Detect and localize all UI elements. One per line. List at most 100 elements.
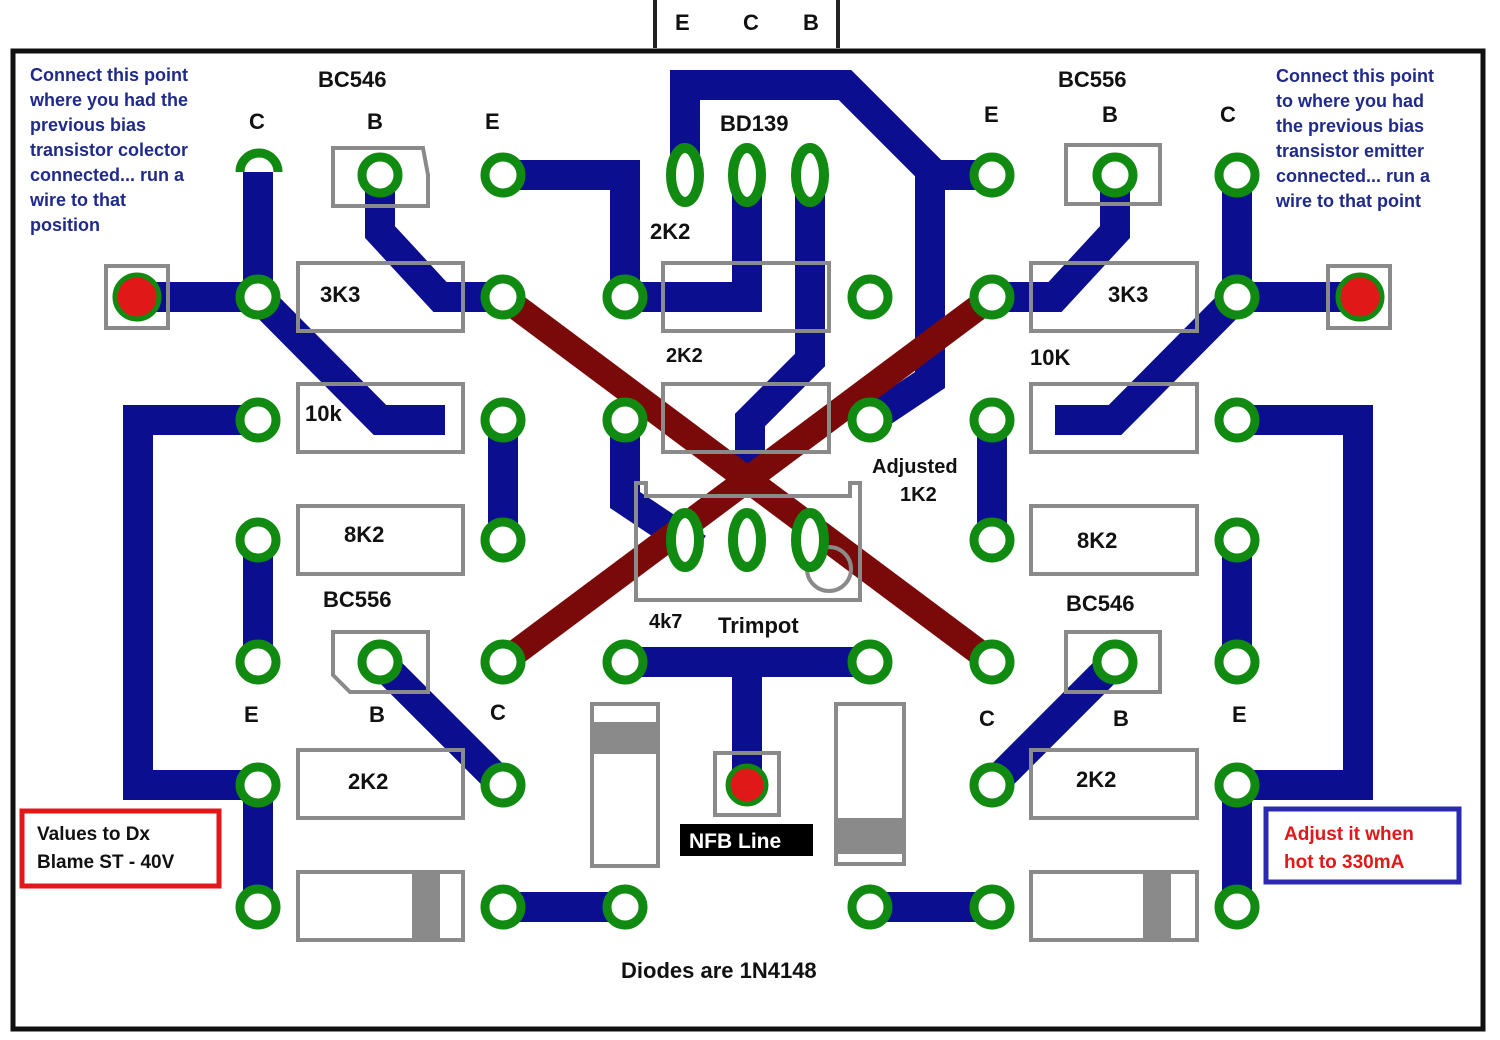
pin-label: C: [490, 700, 506, 725]
note-right: Connect this point to where you had the …: [1275, 66, 1434, 211]
pin-label: E: [244, 702, 259, 727]
resistor-label: 3K3: [320, 282, 360, 307]
pad: [480, 517, 526, 563]
oval-pad: [666, 143, 704, 207]
pad: [235, 397, 281, 443]
adjust-box-line: Adjust it when: [1284, 824, 1414, 845]
note-right-line: the previous bias: [1276, 116, 1424, 136]
resistor-label: 3K3: [1108, 282, 1148, 307]
pads-group: [235, 143, 1260, 930]
half-pad-collector: [235, 148, 283, 173]
pad: [480, 274, 526, 320]
pin-label: B: [367, 109, 383, 134]
pad: [969, 152, 1015, 198]
pad: [602, 397, 648, 443]
transistor-bottom-right-name: BC546: [1066, 591, 1134, 616]
pad: [969, 397, 1015, 443]
oval-pad: [666, 508, 704, 572]
pad: [602, 639, 648, 685]
pad: [235, 884, 281, 930]
adjust-box: Adjust it when hot to 330mA: [1263, 806, 1462, 885]
pad: [847, 884, 893, 930]
component-outlines: [104, 143, 1392, 942]
pin-label: C: [249, 109, 265, 134]
pad: [357, 152, 403, 198]
pad: [480, 762, 526, 808]
pad: [1214, 152, 1260, 198]
resistor-label: 2K2: [1076, 767, 1116, 792]
header-pin-e: E: [675, 10, 690, 35]
pad: [969, 639, 1015, 685]
pin-label: B: [1102, 102, 1118, 127]
adjust-box-line: hot to 330mA: [1284, 852, 1405, 873]
resistor-label: 10k: [305, 401, 342, 426]
values-box: Values to Dx Blame ST - 40V: [19, 808, 222, 889]
board-outline: [10, 48, 1486, 1032]
resistor-label: 8K2: [344, 522, 384, 547]
diodes-note: Diodes are 1N4148: [621, 958, 817, 983]
pad: [847, 397, 893, 443]
note-right-line: to where you had: [1276, 91, 1424, 111]
pad: [1214, 762, 1260, 808]
pad: [969, 884, 1015, 930]
pad: [1214, 884, 1260, 930]
pad: [480, 884, 526, 930]
pad: [1092, 152, 1138, 198]
pad: [480, 639, 526, 685]
resistor-label: 10K: [1030, 345, 1070, 370]
note-left-line: where you had the: [29, 90, 188, 110]
note-left-line: wire to that: [29, 190, 126, 210]
values-box-line: Blame ST - 40V: [37, 852, 175, 873]
note-left-line: position: [30, 215, 100, 235]
nfb-line-text: NFB Line: [689, 830, 781, 853]
resistor-label: 2K2: [650, 219, 690, 244]
note-left: Connect this point where you had the pre…: [29, 65, 188, 235]
trimpot-value: 4k7: [649, 611, 682, 633]
pad: [602, 274, 648, 320]
pad: [969, 762, 1015, 808]
pad: [1092, 639, 1138, 685]
transistor-labels: BC546 C B E BC556 E B C BC556 E B C BC54…: [244, 67, 1247, 731]
resistor-label: 8K2: [1077, 528, 1117, 553]
pad: [480, 397, 526, 443]
header-pin-c: C: [743, 10, 759, 35]
adjusted-label: Adjusted: [872, 456, 958, 478]
pin-label: E: [485, 109, 500, 134]
pin-label: C: [1220, 102, 1236, 127]
pad: [847, 274, 893, 320]
oval-pad: [791, 143, 829, 207]
note-left-line: previous bias: [30, 115, 146, 135]
oval-pad: [728, 143, 766, 207]
nfb-line-label: NFB Line: [680, 824, 813, 856]
pin-label: E: [984, 102, 999, 127]
note-left-line: Connect this point: [30, 65, 188, 85]
oval-pad: [728, 508, 766, 572]
pad: [1214, 397, 1260, 443]
power-transistor-name: BD139: [720, 111, 788, 136]
note-right-line: wire to that point: [1275, 191, 1421, 211]
note-left-line: transistor colector: [30, 140, 188, 160]
pad: [480, 152, 526, 198]
resistor-label: 2K2: [348, 769, 388, 794]
pad: [969, 517, 1015, 563]
red-traces: [495, 286, 1000, 673]
pin-label: B: [369, 702, 385, 727]
note-right-line: transistor emitter: [1276, 141, 1424, 161]
pad: [1214, 274, 1260, 320]
note-right-line: Connect this point: [1276, 66, 1434, 86]
note-left-line: connected... run a: [30, 165, 185, 185]
transistor-top-left-name: BC546: [318, 67, 386, 92]
pad: [235, 762, 281, 808]
trimpot-label: Trimpot: [718, 613, 799, 638]
pad: [357, 639, 403, 685]
pad: [1214, 639, 1260, 685]
transistor-bottom-left-name: BC556: [323, 587, 391, 612]
pin-label: C: [979, 706, 995, 731]
note-right-line: connected... run a: [1276, 166, 1431, 186]
resistor-labels: 3K3 10k 8K2 2K2 2K2 2K2 3K3 10K 8K2 2K2: [305, 219, 1148, 794]
transistor-top-right-name: BC556: [1058, 67, 1126, 92]
pad: [235, 639, 281, 685]
pad: [235, 517, 281, 563]
values-box-line: Values to Dx: [37, 824, 150, 845]
